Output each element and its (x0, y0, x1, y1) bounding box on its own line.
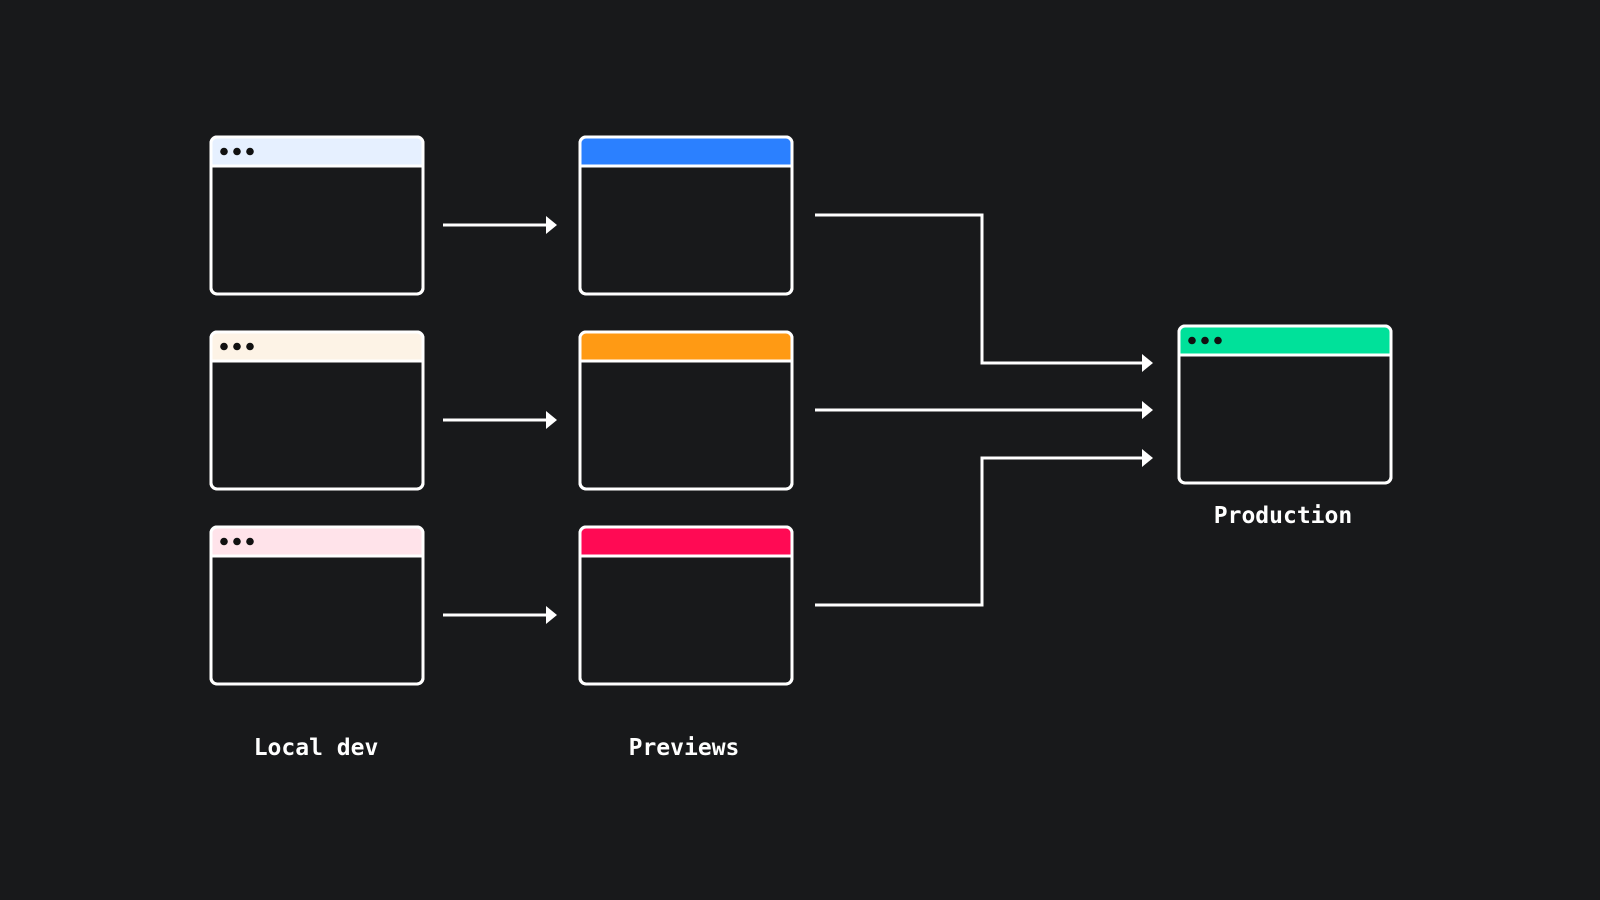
previews-label: Previews (628, 735, 740, 761)
local-dev-window-2-header (211, 332, 423, 361)
local-dev-window-3-dot-2-icon (233, 537, 241, 546)
local-dev-window-1-dot-2-icon (233, 147, 241, 156)
arrow-preview-2-to-production-head-icon (1142, 401, 1153, 419)
local-dev-window-3-dot-1-icon (220, 537, 228, 546)
local-dev-window-3-header (211, 527, 423, 556)
local-dev-window-2-dot-3-icon (246, 342, 254, 351)
arrow-local-to-preview-3-head-icon (546, 606, 557, 624)
local-dev-label: Local dev (253, 735, 379, 761)
local-dev-window-2-dot-1-icon (220, 342, 228, 351)
arrow-preview-1-to-production (815, 213, 1144, 365)
local-dev-window-1-frame (209, 135, 425, 296)
previews-window-3-frame (578, 525, 794, 686)
local-dev-window-1-dot-1-icon (220, 147, 228, 156)
local-dev-window-1-header (211, 137, 423, 166)
arrow-preview-1-to-production-head-icon (1142, 354, 1153, 372)
production-window-1-dot-1-icon (1188, 336, 1196, 345)
local-dev-window-2-dot-2-icon (233, 342, 241, 351)
previews-window-3-header (580, 527, 792, 556)
arrow-preview-3-to-production-head-icon (1142, 449, 1153, 467)
previews-window-1-frame (578, 135, 794, 296)
arrow-preview-3-to-production (815, 456, 1144, 607)
local-dev-window-3-frame (209, 525, 425, 686)
production-window-1-dot-3-icon (1214, 336, 1222, 345)
local-dev-window-3-dot-3-icon (246, 537, 254, 546)
previews-window-2-header (580, 332, 792, 361)
previews-window-1-header (580, 137, 792, 166)
production-window-1-dot-2-icon (1201, 336, 1209, 345)
local-dev-window-2-frame (209, 330, 425, 491)
arrow-local-to-preview-1-head-icon (546, 216, 557, 234)
production-window-1-frame (1177, 324, 1393, 485)
production-label: Production (1213, 503, 1353, 529)
local-dev-window-1-dot-3-icon (246, 147, 254, 156)
previews-window-2-frame (578, 330, 794, 491)
arrow-local-to-preview-2-head-icon (546, 411, 557, 429)
production-window-1-header (1179, 326, 1391, 355)
